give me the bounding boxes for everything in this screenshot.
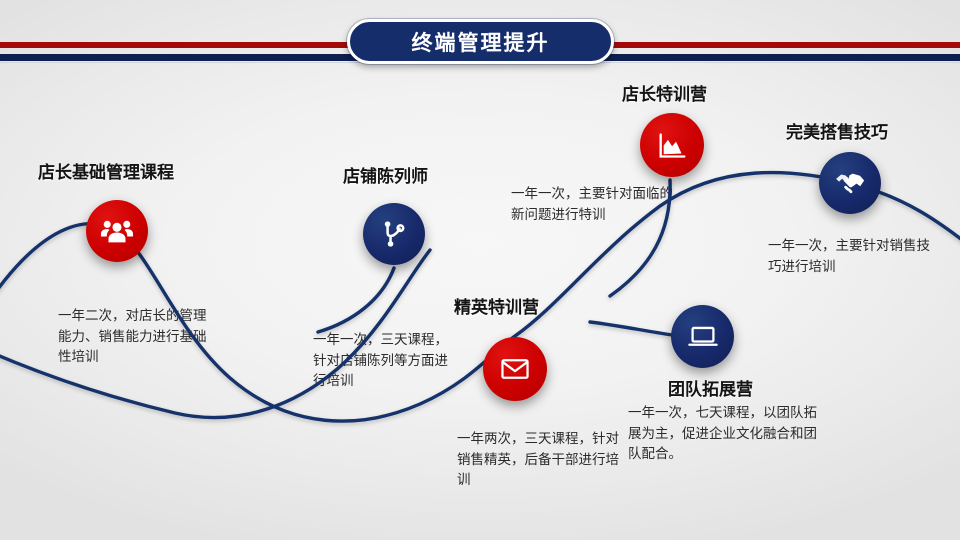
node-title-4: 完美搭售技巧 bbox=[786, 123, 888, 142]
header-banner: 终端管理提升 bbox=[0, 0, 960, 80]
node-title-6: 团队拓展营 bbox=[668, 380, 753, 399]
node-2[interactable] bbox=[363, 203, 425, 265]
node-6[interactable] bbox=[671, 305, 734, 368]
node-desc-2: 一年一次，三天课程，针对店铺陈列等方面进行培训 bbox=[313, 332, 448, 389]
node-3-circle[interactable] bbox=[640, 113, 704, 177]
branch-node6-path bbox=[588, 320, 674, 337]
branch-node2-path bbox=[316, 266, 396, 334]
node-title-5: 精英特训营 bbox=[454, 298, 539, 317]
node-4[interactable] bbox=[819, 152, 881, 214]
secondary-wave-path bbox=[0, 248, 432, 420]
node-2-circle[interactable] bbox=[363, 203, 425, 265]
node-6-circle[interactable] bbox=[671, 305, 734, 368]
node-1[interactable] bbox=[86, 200, 148, 262]
node-desc-4: 一年一次，主要针对销售技巧进行培训 bbox=[768, 238, 930, 274]
people-group-icon bbox=[100, 214, 134, 248]
node-4-circle[interactable] bbox=[819, 152, 881, 214]
slide-title-pill: 终端管理提升 bbox=[347, 19, 614, 64]
node-desc-3: 一年一次，主要针对面临的新问题进行特训 bbox=[511, 186, 673, 222]
area-chart-icon bbox=[656, 129, 689, 162]
slide-title: 终端管理提升 bbox=[411, 31, 550, 55]
envelope-icon bbox=[499, 353, 531, 385]
node-title-1: 店长基础管理课程 bbox=[38, 163, 174, 182]
node-5[interactable] bbox=[483, 337, 547, 401]
branch-node3-path bbox=[608, 178, 672, 298]
node-3[interactable] bbox=[640, 113, 704, 177]
node-desc-5: 一年两次，三天课程，针对销售精英，后备干部进行培训 bbox=[457, 431, 619, 488]
git-branch-icon bbox=[378, 218, 410, 250]
handshake-icon bbox=[833, 166, 867, 200]
laptop-icon bbox=[687, 321, 719, 353]
node-title-3: 店长特训营 bbox=[622, 85, 707, 104]
node-desc-1: 一年二次，对店长的管理能力、销售能力进行基础性培训 bbox=[58, 308, 207, 365]
node-5-circle[interactable] bbox=[483, 337, 547, 401]
node-desc-6: 一年一次，七天课程，以团队拓展为主，促进企业文化融合和团队配合。 bbox=[628, 405, 817, 462]
node-1-circle[interactable] bbox=[86, 200, 148, 262]
node-title-2: 店铺陈列师 bbox=[343, 167, 428, 186]
